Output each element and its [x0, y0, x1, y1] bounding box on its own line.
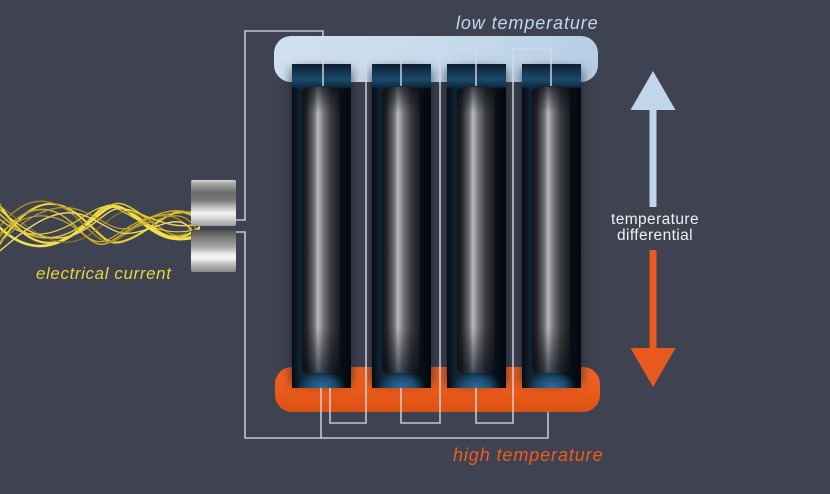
rod-core	[302, 87, 340, 373]
thermoelectric-rod	[372, 64, 431, 388]
electrical-current-wires	[0, 200, 200, 252]
electrical-current-label: electrical current	[36, 264, 172, 283]
low-temperature-label: low temperature	[456, 13, 599, 33]
connector-terminal-bottom	[191, 230, 236, 272]
thermoelectric-rod	[292, 64, 351, 388]
rod-core	[532, 87, 570, 373]
thermoelectric-rod	[447, 64, 506, 388]
connector-terminal-top	[191, 180, 236, 226]
temperature-differential-line1: temperature	[611, 211, 699, 228]
rod-bottom-glow	[447, 367, 506, 388]
rod-bottom-glow	[522, 367, 581, 388]
thermoelectric-rod	[522, 64, 581, 388]
down-arrow-icon	[630, 250, 676, 387]
rod-core	[382, 87, 420, 373]
rod-bottom-glow	[292, 367, 351, 388]
rod-top-cap	[292, 64, 351, 89]
rod-bottom-glow	[372, 367, 431, 388]
up-arrow-icon	[630, 71, 676, 207]
high-temperature-label: high temperature	[453, 445, 604, 465]
temperature-differential-label: temperature differential	[597, 212, 713, 243]
temperature-differential-line2: differential	[616, 226, 694, 244]
rod-core	[457, 87, 495, 373]
